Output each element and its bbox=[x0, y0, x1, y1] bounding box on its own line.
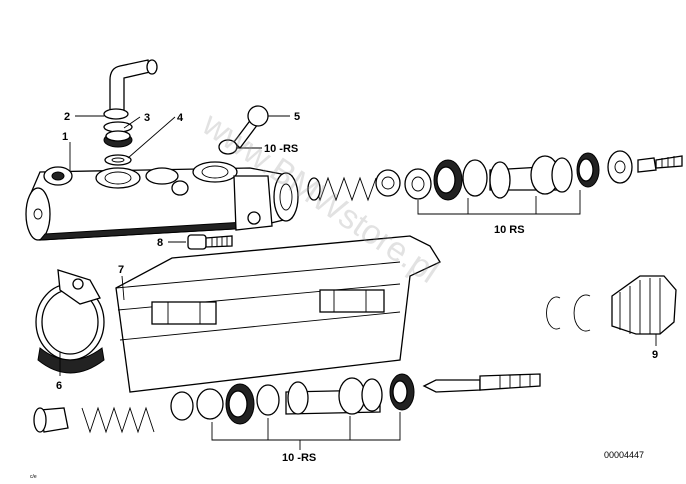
lower-internal-parts bbox=[33, 373, 541, 434]
callout-labels: 1 2 3 4 5 10 -RS 10 RS 8 7 6 9 10 -RS bbox=[56, 111, 658, 464]
master-cylinder-housing bbox=[25, 161, 299, 241]
callout-7: 7 bbox=[118, 264, 124, 276]
union-screw bbox=[218, 105, 269, 155]
mounting-bolt bbox=[187, 234, 233, 250]
callout-9: 9 bbox=[652, 349, 658, 361]
callout-5: 5 bbox=[294, 111, 300, 123]
callout-6: 6 bbox=[56, 380, 62, 392]
leader-lines bbox=[59, 115, 657, 450]
callout-4: 4 bbox=[177, 112, 184, 124]
seal-ring bbox=[104, 154, 132, 166]
callout-10-rs-bottom: 10 -RS bbox=[282, 452, 316, 464]
callout-10-rs-middle: 10 RS bbox=[494, 224, 525, 236]
callout-1: 1 bbox=[62, 131, 68, 143]
grommet bbox=[103, 121, 133, 148]
hose-nipple bbox=[103, 59, 158, 120]
hose-clamp bbox=[35, 269, 105, 374]
upper-internal-parts bbox=[307, 150, 683, 202]
callout-3: 3 bbox=[144, 112, 150, 124]
corner-mark: c/e bbox=[30, 474, 37, 480]
callout-10-rs-top: 10 -RS bbox=[264, 143, 298, 155]
heat-shield bbox=[115, 235, 441, 393]
circlips-and-boot bbox=[546, 275, 677, 335]
callout-8: 8 bbox=[157, 237, 163, 249]
drawing-number: 00004447 bbox=[604, 450, 644, 460]
callout-2: 2 bbox=[64, 111, 70, 123]
